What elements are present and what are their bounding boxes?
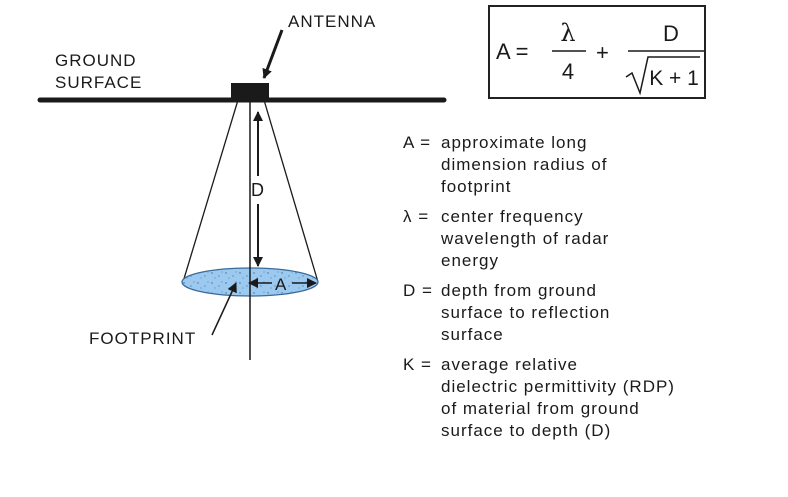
depth-label: D [251, 180, 264, 200]
footprint-leader-line [211, 282, 237, 336]
definition-text: center frequency wavelength of radar ene… [441, 207, 610, 270]
formula-d: D [663, 21, 679, 46]
definition-a: A = approximate long dimension radius of… [403, 132, 703, 198]
radius-label: A [275, 275, 287, 294]
ground-surface-label-line1: GROUND [55, 51, 137, 70]
ground-surface-label-line2: SURFACE [55, 73, 143, 92]
definition-text: approximate long dimension radius of foo… [441, 133, 608, 196]
formula-four: 4 [562, 59, 574, 84]
definition-symbol: D = [403, 281, 433, 300]
definition-text: depth from ground surface to reflection … [441, 281, 611, 344]
cone-left-edge [182, 99, 239, 283]
formula-plus: + [596, 40, 609, 65]
definition-k: K = average relative dielectric permitti… [403, 354, 703, 442]
definition-text: average relative dielectric permittivity… [441, 355, 675, 440]
definition-lambda: λ = center frequency wavelength of radar… [403, 206, 703, 272]
definition-symbol: λ = [403, 207, 430, 226]
antenna-pointer-arrow [262, 29, 284, 79]
definition-d: D = depth from ground surface to reflect… [403, 280, 703, 346]
definitions-list: A = approximate long dimension radius of… [403, 132, 703, 450]
formula-lambda: λ [560, 19, 575, 47]
antenna-block [231, 83, 269, 99]
footprint-label: FOOTPRINT [89, 329, 197, 348]
antenna-label: ANTENNA [288, 12, 377, 31]
formula-radicand: K + 1 [649, 67, 699, 90]
formula-lhs: A = [496, 39, 528, 64]
formula-drawing: A = λ 4 + D K + 1 [496, 19, 704, 96]
formula-box: A = λ 4 + D K + 1 [488, 5, 706, 99]
definition-symbol: K = [403, 355, 432, 374]
definition-symbol: A = [403, 133, 432, 152]
cone-right-edge [263, 99, 319, 283]
square-root-sign [625, 56, 700, 96]
